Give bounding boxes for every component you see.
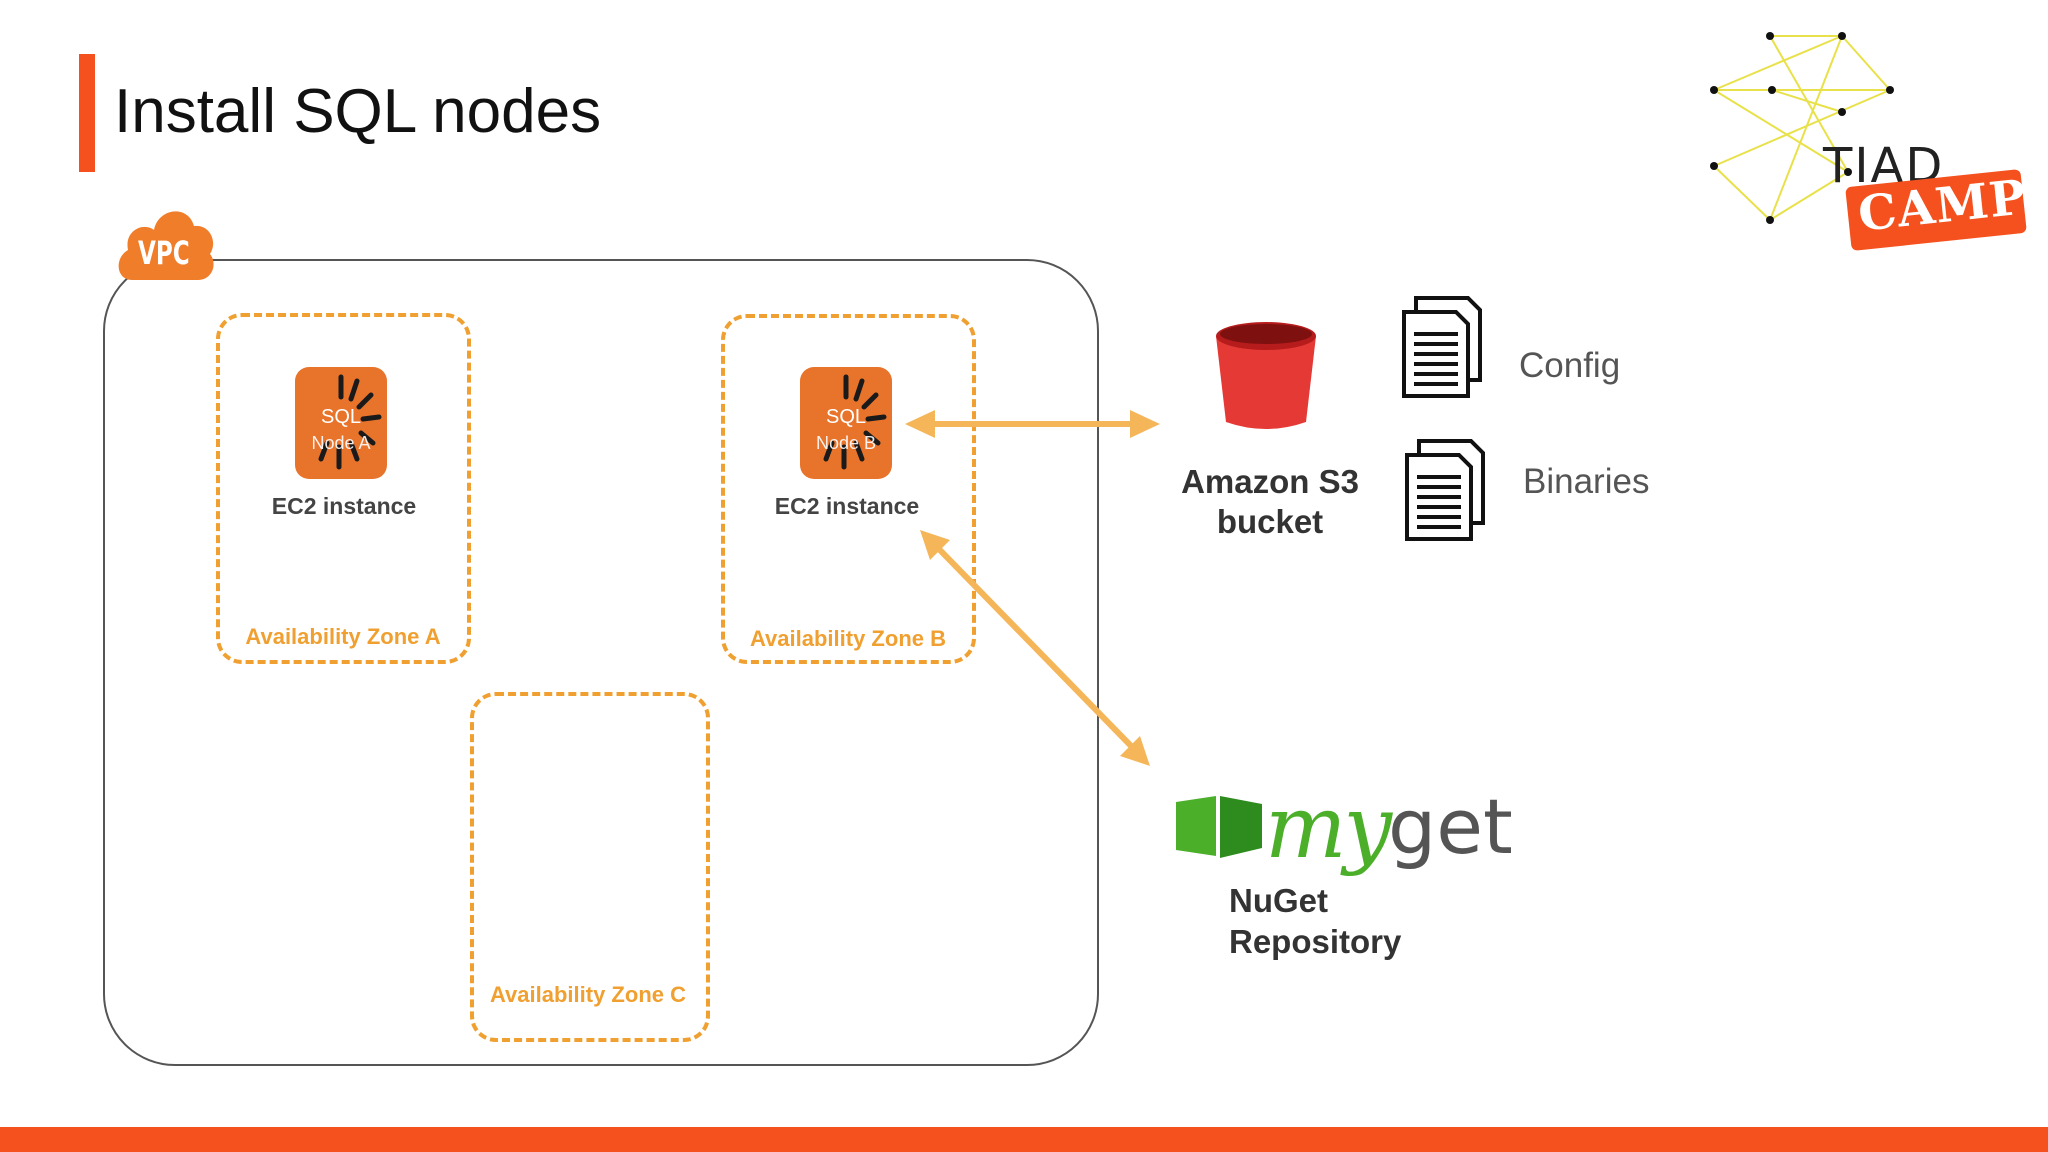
availability-zone-a bbox=[216, 313, 471, 664]
s3-bucket-label: Amazon S3 bucket bbox=[1160, 462, 1380, 542]
nuget-repository-label: NuGet Repository bbox=[1229, 880, 1401, 962]
myget-logo-my: my bbox=[1265, 778, 1392, 878]
sql-node-icon-text: SQL bbox=[826, 406, 866, 428]
s3-label-line2: bucket bbox=[1216, 503, 1324, 540]
config-label: Config bbox=[1519, 346, 1621, 385]
ec2-instance-label: EC2 instance bbox=[271, 493, 417, 519]
nuget-label-line1: NuGet bbox=[1229, 882, 1328, 919]
arrowhead-right-icon bbox=[1130, 410, 1160, 438]
nuget-label-line2: Repository bbox=[1229, 923, 1402, 960]
vpc-label: VPC bbox=[138, 234, 190, 272]
arrowhead-up-icon bbox=[920, 530, 950, 560]
myget-logo-get: get bbox=[1388, 782, 1513, 871]
document-icon bbox=[1402, 296, 1482, 398]
cloud-icon bbox=[118, 211, 214, 280]
s3-label-line1: Amazon S3 bbox=[1181, 463, 1359, 500]
footer-accent-bar bbox=[0, 1127, 2048, 1152]
arrowhead-left-icon bbox=[905, 410, 935, 438]
ec2-instance-label: EC2 instance bbox=[774, 493, 920, 519]
availability-zone-b bbox=[721, 314, 976, 664]
availability-zone-a-label: Availability Zone A bbox=[245, 624, 441, 649]
binaries-label: Binaries bbox=[1523, 462, 1650, 501]
bucket-icon bbox=[1216, 322, 1316, 429]
myget-logo-icon bbox=[1176, 796, 1262, 858]
sql-node-icon: SQL Node B bbox=[800, 367, 892, 479]
arrowhead-down-icon bbox=[1120, 736, 1150, 766]
tiad-star-icon bbox=[1710, 32, 1894, 224]
slide-title: Install SQL nodes bbox=[114, 77, 602, 146]
availability-zone-c-label: Availability Zone C bbox=[489, 982, 686, 1007]
availability-zone-c bbox=[470, 692, 710, 1042]
availability-zone-b-label: Availability Zone B bbox=[749, 626, 946, 651]
vpc-container bbox=[103, 259, 1099, 1066]
sql-node-icon-text: Node A bbox=[311, 433, 370, 453]
connector-node-b-to-myget bbox=[932, 542, 1138, 753]
sql-node-icon: SQL Node A bbox=[295, 367, 387, 479]
document-icon bbox=[1405, 439, 1485, 541]
sql-node-icon-text: Node B bbox=[816, 433, 876, 453]
title-accent-bar bbox=[79, 54, 95, 172]
sql-node-icon-text: SQL bbox=[321, 406, 361, 428]
